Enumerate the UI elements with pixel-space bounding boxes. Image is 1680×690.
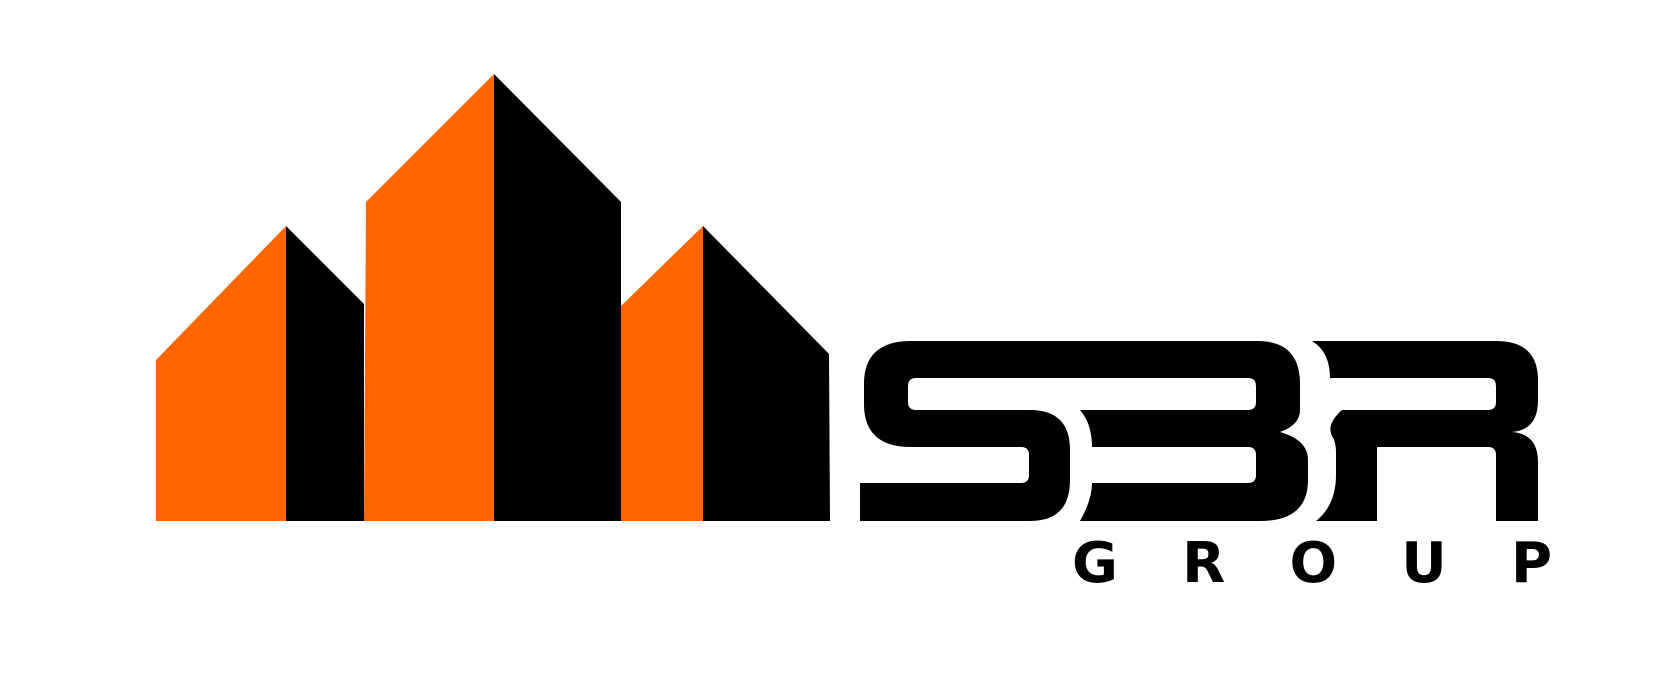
building-1-black-face xyxy=(286,226,364,521)
letter-r-glyph xyxy=(1312,341,1538,521)
subtitle-letter-p: P xyxy=(1510,531,1552,596)
letter-b-glyph xyxy=(1080,386,1308,521)
subtitle-letter-u: U xyxy=(1401,531,1447,596)
building-2-black-face xyxy=(494,74,621,521)
letter-s-glyph xyxy=(860,341,1300,521)
building-3-black-face xyxy=(703,226,830,521)
building-1-orange-face xyxy=(156,226,286,521)
subtitle-letter-g: G xyxy=(1072,531,1118,596)
logo-subtitle-group: G R O U P xyxy=(1072,534,1552,594)
subtitle-letter-r: R xyxy=(1182,531,1226,596)
buildings-skyline-icon xyxy=(156,74,830,521)
building-3-orange-face xyxy=(621,226,703,521)
building-2-orange-face xyxy=(364,74,494,521)
subtitle-letter-o: O xyxy=(1289,531,1338,596)
